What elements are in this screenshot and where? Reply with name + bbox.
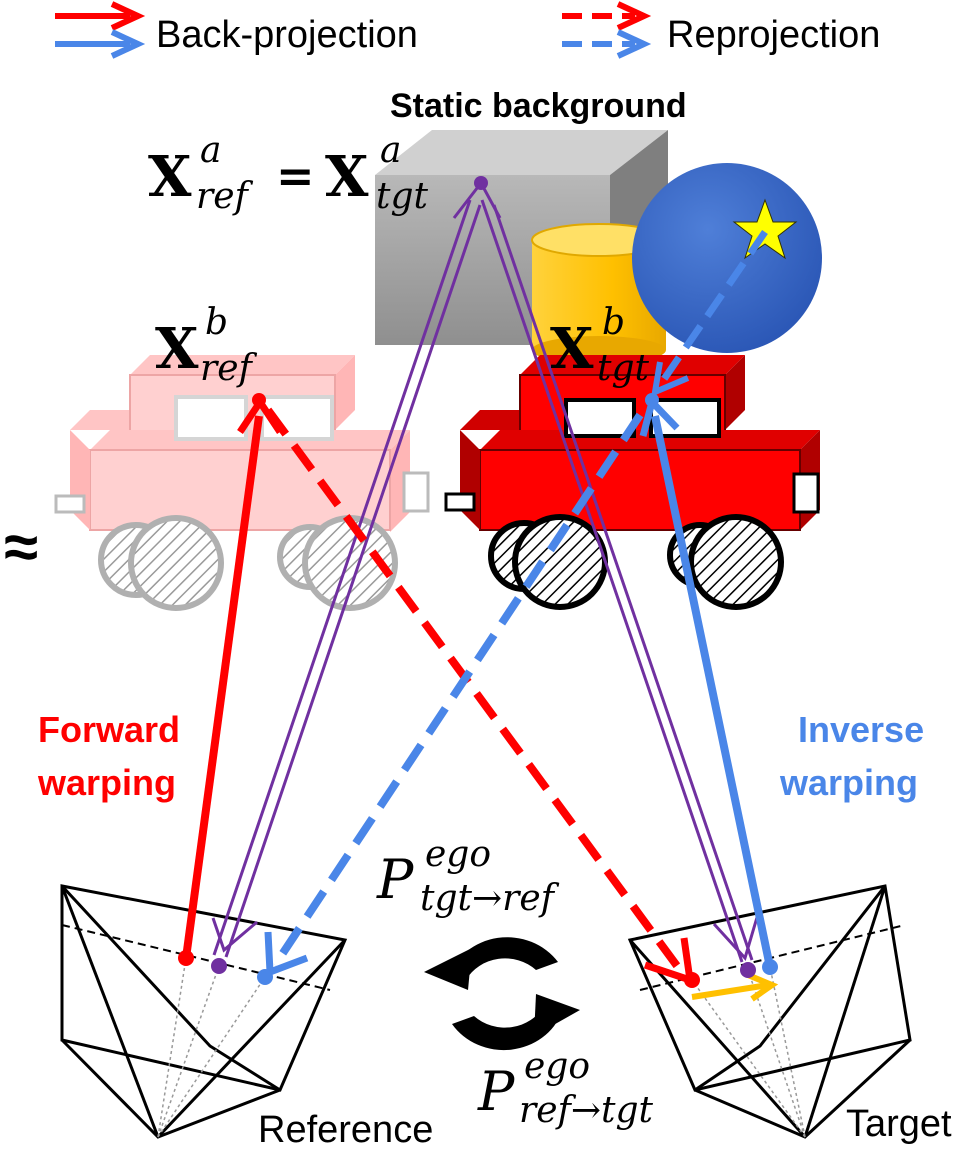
blue-rays <box>264 230 774 977</box>
yellow-shift-arrow <box>691 972 779 1002</box>
star-icon <box>732 198 798 260</box>
approx-symbol: ≈ <box>4 513 38 582</box>
p-tgt-ref-base: P <box>376 848 415 911</box>
p-ref-tgt-sup: ego <box>524 1046 590 1087</box>
reference-car-headlight-rear <box>402 471 430 513</box>
purple-rays <box>211 180 760 963</box>
xb-tgt: X b tgt <box>550 302 650 389</box>
legend-back-projection-arrows <box>55 1 146 59</box>
p-tgt-to-ref: P ego tgt→ref <box>376 834 560 919</box>
reference-car-wheels <box>98 515 398 611</box>
xa-equals: = <box>276 149 315 203</box>
xa-ref-equals-xa-tgt: X a ref = X a tgt <box>148 130 429 217</box>
xa-ref-sup: a <box>200 130 221 171</box>
target-camera-label: Target <box>846 1103 952 1145</box>
xa-ref-base: X <box>148 144 192 210</box>
blue-sphere <box>632 163 822 353</box>
p-tgt-ref-sup: ego <box>425 834 491 875</box>
forward-warping-label-line1: Forward <box>38 709 180 750</box>
reference-car-headlight-front <box>54 494 86 514</box>
points <box>178 176 778 988</box>
xb-tgt-sub: tgt <box>597 348 650 389</box>
cycle-arrows-icon <box>424 937 580 1051</box>
p-ref-tgt-sub: ref→tgt <box>519 1090 654 1131</box>
legend-reprojection-arrows <box>562 1 652 59</box>
xb-tgt-sup: b <box>602 302 625 343</box>
xb-ref: X b ref <box>155 302 258 389</box>
legend: Back-projection Reprojection <box>55 1 880 59</box>
reference-camera <box>60 884 348 1139</box>
xb-ref-sup: b <box>205 302 228 343</box>
target-camera <box>627 884 912 1139</box>
p-ref-tgt-base: P <box>477 1060 516 1123</box>
xa-tgt-sup: a <box>380 130 401 171</box>
legend-back-projection-label: Back-projection <box>156 14 418 56</box>
xa-tgt-sub: tgt <box>376 176 429 217</box>
inverse-warping-label-line2: warping <box>779 762 918 803</box>
xb-ref-sub: ref <box>200 348 258 389</box>
static-background-label: Static background <box>390 87 687 125</box>
reference-camera-label: Reference <box>258 1109 433 1149</box>
p-tgt-ref-sub: tgt→ref <box>420 878 560 919</box>
inverse-warping-label-line1: Inverse <box>798 709 924 750</box>
p-ref-to-tgt: P ego ref→tgt <box>477 1046 654 1131</box>
xa-ref-sub: ref <box>196 176 254 217</box>
xb-ref-base: X <box>155 316 199 382</box>
xa-tgt-base: X <box>325 144 369 210</box>
xb-tgt-base: X <box>550 316 594 382</box>
legend-reprojection-label: Reprojection <box>667 14 880 56</box>
forward-warping-label-line2: warping <box>37 762 176 803</box>
